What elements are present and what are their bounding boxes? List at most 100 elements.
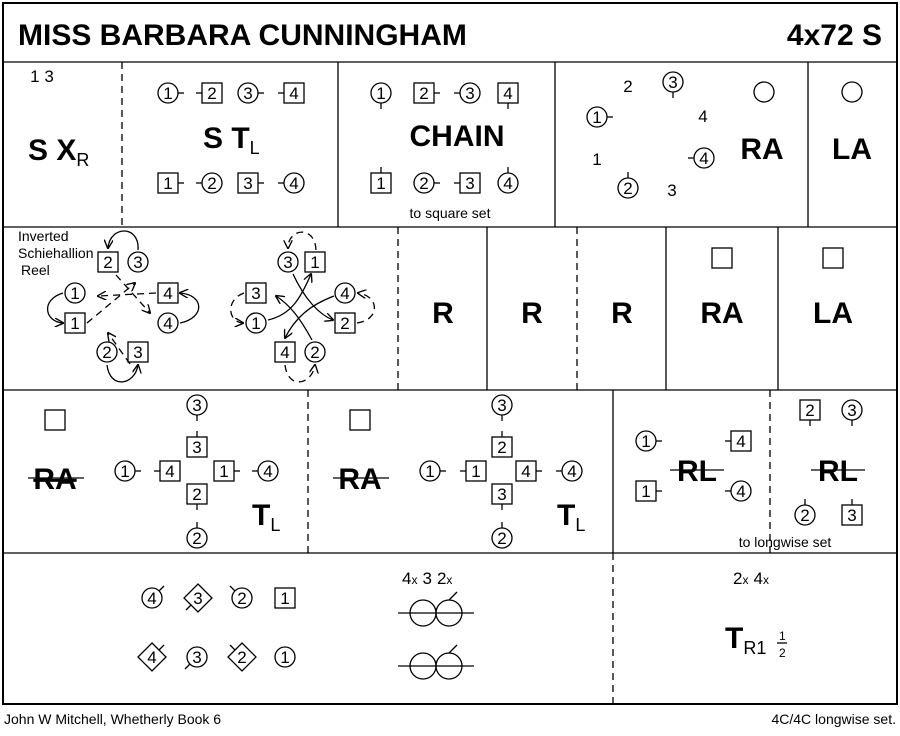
dancer-number: 1 [251, 314, 260, 333]
woman-dancer-3: 3 [491, 394, 513, 421]
woman-dancer-4: 4 [556, 460, 583, 482]
dancer-number: 4 [289, 84, 298, 103]
struck-label: RA [338, 463, 381, 496]
position-label: 1 [592, 150, 601, 169]
dancer-number: 2 [103, 253, 112, 272]
dancer-number: 4 [736, 482, 745, 501]
facing-tick [158, 585, 165, 592]
square-icon [64, 312, 86, 334]
woman-dancer-2: 2 [186, 522, 208, 549]
dancer-number: 3 [283, 253, 292, 272]
man-dancer-1: 1 [64, 312, 86, 334]
dancer-number: 1 [471, 462, 480, 481]
dancer-number: 3 [668, 73, 677, 92]
woman-dancer-3: 3 [184, 646, 208, 670]
man-dancer-1: 1 [370, 167, 392, 194]
woman-dancer-1: 1 [274, 646, 296, 668]
empty-square [822, 247, 844, 269]
dancer-number: 2 [340, 314, 349, 333]
dancer-number: 3 [465, 84, 474, 103]
dancer-number: 2 [102, 343, 111, 362]
figure-note: to square set [410, 205, 491, 221]
dancer-number: 4 [736, 432, 745, 451]
woman-dancer-4: 4 [252, 460, 279, 482]
woman-dancer-3: 3 [277, 251, 299, 273]
man-dancer-2: 2 [97, 251, 119, 273]
dancer-number: 2 [207, 174, 216, 193]
figure-label: R [432, 297, 454, 330]
dancer-number: 4 [340, 284, 349, 303]
reel-label: Schiehallion [18, 245, 94, 261]
dancer-number: 2 [419, 174, 428, 193]
dancer-number: 2 [207, 84, 216, 103]
dancer-number: 1 [641, 482, 650, 501]
circle-icon [245, 312, 267, 334]
square-icon [274, 587, 296, 609]
woman-dancer-4: 4 [334, 282, 356, 304]
woman-dancer-3: 3 [841, 399, 863, 426]
struck-label: RL [818, 455, 858, 488]
figure-label: R [521, 297, 543, 330]
dancer-number: 2 [623, 179, 632, 198]
man-dancer-2: 2 [196, 82, 223, 104]
woman-dancer-1: 1 [245, 312, 267, 334]
dancer-number: 3 [497, 485, 506, 504]
woman-dancer-2: 2 [304, 341, 326, 363]
man-dancer-3: 3 [183, 583, 213, 613]
dancer-number: 2 [800, 506, 809, 525]
figure-eight-loop-icon [398, 644, 474, 680]
dancer-number: 2 [192, 529, 201, 548]
reel-label: Reel [21, 262, 50, 278]
dancer-number: 4 [503, 84, 512, 103]
man-dancer-4: 4 [157, 282, 179, 304]
dancer-number: 1 [280, 589, 289, 608]
dancer-number: 1 [376, 174, 385, 193]
diamond-icon [227, 642, 257, 672]
man-dancer-4: 4 [274, 341, 296, 363]
fraction-den: 2 [779, 646, 786, 660]
dancer-number: 1 [70, 284, 79, 303]
bars-note: 1 3 [30, 67, 54, 86]
square-icon [127, 341, 149, 363]
woman-dancer-2: 2 [196, 172, 223, 194]
figure-label: TL [557, 499, 585, 535]
reel-label: Inverted [18, 228, 69, 244]
man-dancer-1: 1 [304, 251, 326, 273]
dancer-number: 4 [280, 343, 289, 362]
circle-icon [96, 341, 118, 363]
woman-dancer-2: 2 [617, 172, 639, 199]
woman-dancer-1: 1 [114, 460, 141, 482]
dancer-number: 2 [497, 529, 506, 548]
figure-note: to longwise set [739, 534, 832, 550]
man-dancer-3: 3 [491, 483, 513, 510]
man-dancer-2: 2 [413, 82, 440, 104]
dancer-number: 2 [419, 84, 428, 103]
dancer-number: 3 [193, 589, 202, 608]
dancer-number: 1 [425, 462, 434, 481]
dancer-number: 4 [147, 648, 156, 667]
circle-icon [64, 282, 86, 304]
square-icon [334, 312, 356, 334]
man-dancer-2: 2 [799, 399, 821, 426]
dancer-number: 1 [163, 174, 172, 193]
empty-square [711, 247, 733, 269]
man-dancer-4: 4 [278, 82, 305, 104]
dancer-number: 1 [376, 84, 385, 103]
figure-label: S XR [28, 134, 89, 170]
man-dancer-4: 4 [515, 460, 542, 482]
square-icon [245, 282, 267, 304]
facing-tick [229, 644, 236, 651]
source-credit: John W Mitchell, Whetherly Book 6 [4, 711, 221, 727]
man-dancer-4: 4 [154, 460, 181, 482]
empty-circle [753, 81, 775, 103]
circle-icon [231, 587, 253, 609]
figure-label: CHAIN [410, 120, 505, 153]
dancer-number: 3 [243, 174, 252, 193]
man-dancer-2: 2 [186, 483, 208, 510]
facing-tick [158, 644, 165, 651]
figure-label: S TL [203, 122, 260, 158]
figure-label: TL [252, 499, 280, 535]
dancer-number: 3 [192, 438, 201, 457]
woman-dancer-4: 4 [688, 147, 715, 169]
